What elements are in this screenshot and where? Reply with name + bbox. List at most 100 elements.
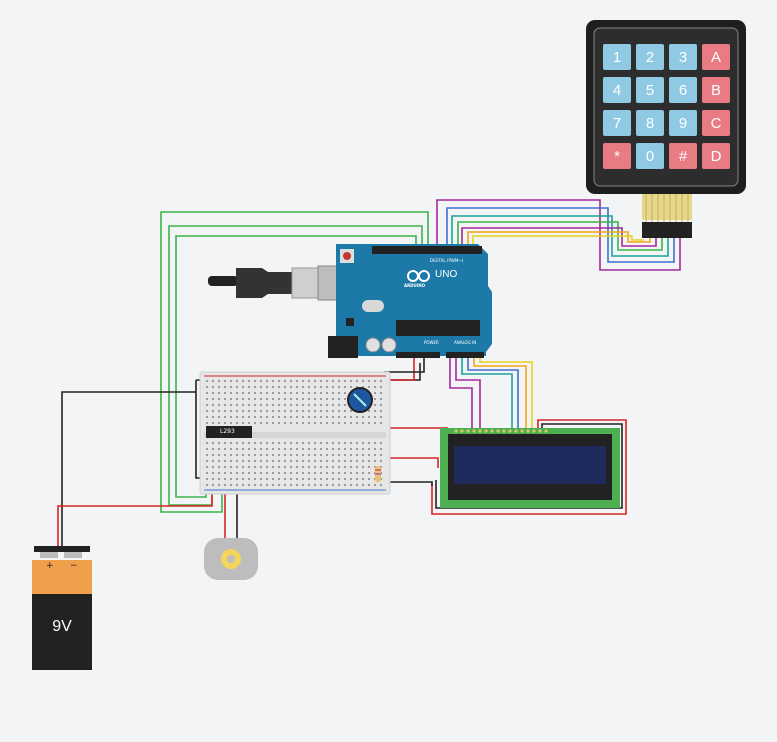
breadboard-hole[interactable]	[230, 410, 232, 412]
breadboard-hole[interactable]	[236, 422, 238, 424]
breadboard-hole[interactable]	[218, 454, 220, 456]
breadboard-hole[interactable]	[278, 472, 280, 474]
breadboard-hole[interactable]	[266, 410, 268, 412]
breadboard-hole[interactable]	[206, 380, 208, 382]
breadboard-hole[interactable]	[356, 380, 358, 382]
breadboard-hole[interactable]	[326, 422, 328, 424]
breadboard-hole[interactable]	[278, 454, 280, 456]
breadboard-hole[interactable]	[350, 380, 352, 382]
breadboard-hole[interactable]	[272, 392, 274, 394]
breadboard-hole[interactable]	[290, 398, 292, 400]
breadboard-hole[interactable]	[296, 466, 298, 468]
breadboard-hole[interactable]	[314, 416, 316, 418]
breadboard-hole[interactable]	[314, 448, 316, 450]
breadboard-hole[interactable]	[206, 472, 208, 474]
breadboard-hole[interactable]	[254, 460, 256, 462]
breadboard-hole[interactable]	[284, 478, 286, 480]
breadboard-hole[interactable]	[218, 448, 220, 450]
breadboard-hole[interactable]	[260, 448, 262, 450]
lcd-pin[interactable]	[520, 429, 524, 433]
breadboard-hole[interactable]	[338, 448, 340, 450]
breadboard-hole[interactable]	[338, 380, 340, 382]
breadboard-hole[interactable]	[314, 404, 316, 406]
breadboard-hole[interactable]	[278, 404, 280, 406]
breadboard-hole[interactable]	[380, 460, 382, 462]
breadboard-hole[interactable]	[290, 472, 292, 474]
breadboard-hole[interactable]	[320, 422, 322, 424]
breadboard-hole[interactable]	[290, 448, 292, 450]
breadboard-hole[interactable]	[356, 466, 358, 468]
breadboard-hole[interactable]	[248, 404, 250, 406]
breadboard-hole[interactable]	[344, 398, 346, 400]
breadboard-hole[interactable]	[284, 386, 286, 388]
breadboard-hole[interactable]	[356, 386, 358, 388]
breadboard-hole[interactable]	[230, 466, 232, 468]
breadboard-hole[interactable]	[254, 410, 256, 412]
breadboard-hole[interactable]	[368, 380, 370, 382]
keypad-key[interactable]: *	[603, 143, 631, 169]
breadboard-hole[interactable]	[380, 386, 382, 388]
breadboard-hole[interactable]	[332, 416, 334, 418]
breadboard-hole[interactable]	[374, 454, 376, 456]
breadboard-hole[interactable]	[236, 472, 238, 474]
breadboard-hole[interactable]	[236, 386, 238, 388]
breadboard-hole[interactable]	[278, 484, 280, 486]
breadboard-hole[interactable]	[248, 416, 250, 418]
breadboard-hole[interactable]	[212, 442, 214, 444]
breadboard-hole[interactable]	[272, 410, 274, 412]
breadboard-hole[interactable]	[284, 380, 286, 382]
breadboard-hole[interactable]	[224, 410, 226, 412]
breadboard-hole[interactable]	[350, 422, 352, 424]
breadboard-hole[interactable]	[278, 460, 280, 462]
breadboard-hole[interactable]	[218, 466, 220, 468]
breadboard-hole[interactable]	[302, 404, 304, 406]
breadboard-hole[interactable]	[344, 392, 346, 394]
breadboard-hole[interactable]	[350, 478, 352, 480]
breadboard-hole[interactable]	[296, 398, 298, 400]
breadboard-hole[interactable]	[236, 454, 238, 456]
breadboard-hole[interactable]	[326, 484, 328, 486]
breadboard-hole[interactable]	[332, 380, 334, 382]
breadboard-hole[interactable]	[272, 442, 274, 444]
breadboard-hole[interactable]	[380, 404, 382, 406]
breadboard-hole[interactable]	[260, 416, 262, 418]
breadboard-hole[interactable]	[266, 448, 268, 450]
breadboard-hole[interactable]	[236, 478, 238, 480]
breadboard-hole[interactable]	[242, 460, 244, 462]
breadboard-hole[interactable]	[332, 386, 334, 388]
breadboard-hole[interactable]	[368, 454, 370, 456]
breadboard-hole[interactable]	[266, 442, 268, 444]
breadboard-hole[interactable]	[290, 422, 292, 424]
digital-header[interactable]	[372, 246, 482, 254]
breadboard-hole[interactable]	[218, 460, 220, 462]
breadboard-hole[interactable]	[362, 454, 364, 456]
breadboard-hole[interactable]	[374, 380, 376, 382]
breadboard-hole[interactable]	[308, 472, 310, 474]
wire-yellow-lcd[interactable]	[479, 354, 533, 428]
breadboard-hole[interactable]	[224, 386, 226, 388]
breadboard-hole[interactable]	[254, 478, 256, 480]
breadboard-hole[interactable]	[338, 386, 340, 388]
breadboard-hole[interactable]	[314, 472, 316, 474]
breadboard-hole[interactable]	[278, 466, 280, 468]
breadboard-hole[interactable]	[278, 448, 280, 450]
breadboard-hole[interactable]	[284, 448, 286, 450]
breadboard-hole[interactable]	[254, 466, 256, 468]
breadboard-hole[interactable]	[374, 460, 376, 462]
breadboard-hole[interactable]	[284, 398, 286, 400]
breadboard-hole[interactable]	[320, 448, 322, 450]
breadboard-hole[interactable]	[242, 478, 244, 480]
breadboard-hole[interactable]	[212, 472, 214, 474]
breadboard-hole[interactable]	[224, 442, 226, 444]
breadboard-hole[interactable]	[212, 466, 214, 468]
keypad-key[interactable]: 6	[669, 77, 697, 103]
lcd-pin[interactable]	[478, 429, 482, 433]
breadboard-hole[interactable]	[326, 380, 328, 382]
breadboard-hole[interactable]	[212, 478, 214, 480]
breadboard-hole[interactable]	[248, 466, 250, 468]
keypad-key[interactable]: 9	[669, 110, 697, 136]
lcd-pin[interactable]	[514, 429, 518, 433]
breadboard-hole[interactable]	[320, 454, 322, 456]
breadboard-hole[interactable]	[206, 442, 208, 444]
keypad-key[interactable]: 3	[669, 44, 697, 70]
